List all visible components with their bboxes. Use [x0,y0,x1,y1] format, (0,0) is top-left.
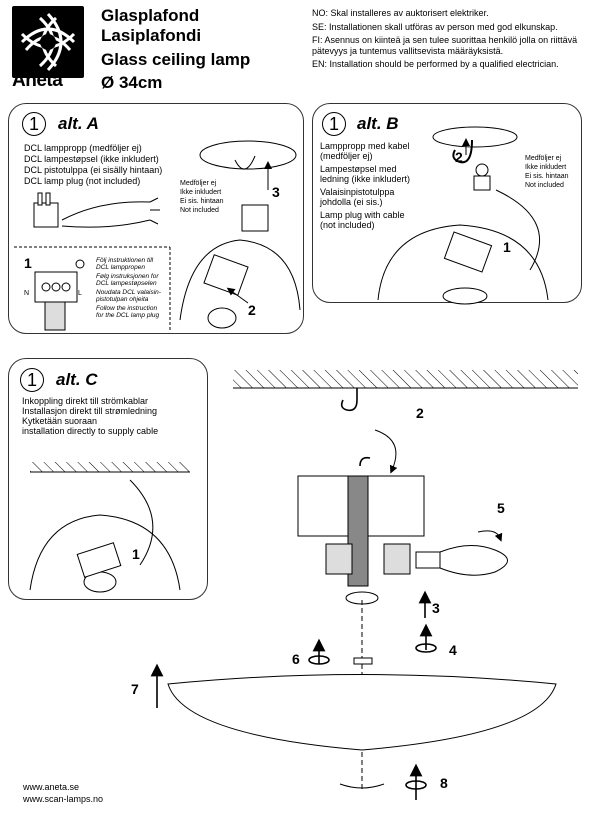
alt-a-callout-fi: Ei sis. hintaan [180,198,224,205]
alt-a-callout-se: Medföljer ej [180,180,217,187]
alt-b-callout-en: Not included [525,182,564,189]
alt-b-callout-no: Ikke inkludert [525,164,567,171]
dcl-instruction-no-1: Følg instruksjonen for [96,273,159,280]
panel-alt-a [8,103,304,334]
alt-b-label: alt. B [357,114,399,133]
warning-no: NO: Skal installeres av auktorisert elek… [312,8,489,18]
alt-b-line-4: ledning (ikke inkludert) [320,174,411,184]
terminal-n-label: N [24,290,30,297]
step-4-rotate-icon [415,643,437,653]
dcl-instruction-se-1: Följ instruktionen till [96,257,154,264]
alt-b-line-5: Valaisinpistotulppa [320,187,395,197]
warning-en: EN: Installation should be performed by … [312,59,559,69]
step-8-rotate-icon [405,780,427,790]
terminal-l-label: L [78,290,82,297]
alt-a-inset-number: 1 [24,255,32,271]
alt-c-line-fi: Kytketään suoraan [22,416,98,426]
alt-b-line-6: johdolla (ei sis.) [320,197,383,207]
alt-b-number: 1 [322,112,346,136]
alt-b-callout-fi: Ei sis. hintaan [525,173,569,180]
alt-b-step-1: 1 [503,239,511,255]
alt-a-callout-en: Not included [180,207,219,214]
alt-b-line-8: (not included) [320,220,375,230]
panel-alt-c [8,358,208,600]
finial-knob-icon [339,783,385,789]
alt-a-callout-no: Ikke inkludert [180,189,222,196]
alt-a-step-2: 2 [248,302,256,318]
dcl-instruction-se-2: DCL lamppropen [96,264,146,271]
dcl-instruction-fi-2: pistotulpan ohjeita [96,296,149,303]
step-6-rotate-icon [308,655,330,665]
title-line-se: Glasplafond [101,6,200,25]
main-ceiling-hatch [233,370,578,388]
alt-c-number: 1 [20,368,44,392]
alt-b-line-1: Lamppropp med kabel [320,141,410,151]
alt-b-line-3: Lampestøpsel med [320,164,397,174]
brand-name: Aneta [12,70,63,91]
title-diameter: Ø 34cm [101,73,163,92]
alt-a-label: alt. A [58,114,99,133]
logo-swirl-icon [20,12,76,72]
alt-a-line-fi: DCL pistotulppa (ei sisälly hintaan) [24,165,163,175]
alt-c-step-1: 1 [132,546,140,562]
dcl-instruction-en-2: for the DCL lamp plug [96,312,160,319]
alt-b-step-2: 2 [455,149,463,165]
alt-a-step-3: 3 [272,184,280,200]
main-ceiling-hook-icon [340,388,398,474]
alt-a-line-se: DCL lamppropp (medföljer ej) [24,143,142,153]
alt-b-line-7: Lamp plug with cable [320,210,405,220]
alt-c-line-en: installation directly to supply cable [22,426,159,436]
dcl-instruction-no-2: DCL lampestøpselen [96,280,157,287]
lamp-body-icon [297,456,425,605]
finial-nut-icon [353,657,373,665]
step-4-label: 4 [449,642,457,658]
step-7-label: 7 [131,681,139,697]
title-line-fi: Lasiplafondi [101,26,202,45]
alt-c-line-no: Installasjon direkt till strømledning [22,406,158,416]
alt-b-line-2: (medföljer ej) [320,151,373,161]
light-bulb-icon [415,530,508,576]
dcl-instruction-en-1: Follow the instruction [96,305,158,312]
alt-c-label: alt. C [56,370,98,389]
alt-c-line-se: Inkoppling direkt till strömkablar [22,396,149,406]
aneta-logo-mark [12,6,84,78]
alt-a-line-en: DCL lamp plug (not included) [24,176,141,186]
alt-a-number: 1 [22,112,46,136]
footer-url-scan-lamps[interactable]: www.scan-lamps.no [23,794,104,804]
step-5-label: 5 [497,500,505,516]
warning-fi: FI: Asennus on kiinteä ja sen tulee suor… [312,35,578,56]
step-3-label: 3 [432,600,440,616]
dcl-instruction-fi-1: Noudata DCL valaisin- [96,289,161,296]
warning-se: SE: Installationen skall utföras av pers… [312,22,558,32]
glass-shade-icon [167,674,557,751]
alt-b-callout-se: Medföljer ej [525,155,562,162]
footer-url-aneta[interactable]: www.aneta.se [23,782,80,792]
step-2-label: 2 [416,405,424,421]
step-6-label: 6 [292,651,300,667]
step-8-label: 8 [440,775,448,791]
title-line-en: Glass ceiling lamp [101,50,251,69]
alt-a-line-no: DCL lampestøpsel (ikke inkludert) [24,154,159,164]
